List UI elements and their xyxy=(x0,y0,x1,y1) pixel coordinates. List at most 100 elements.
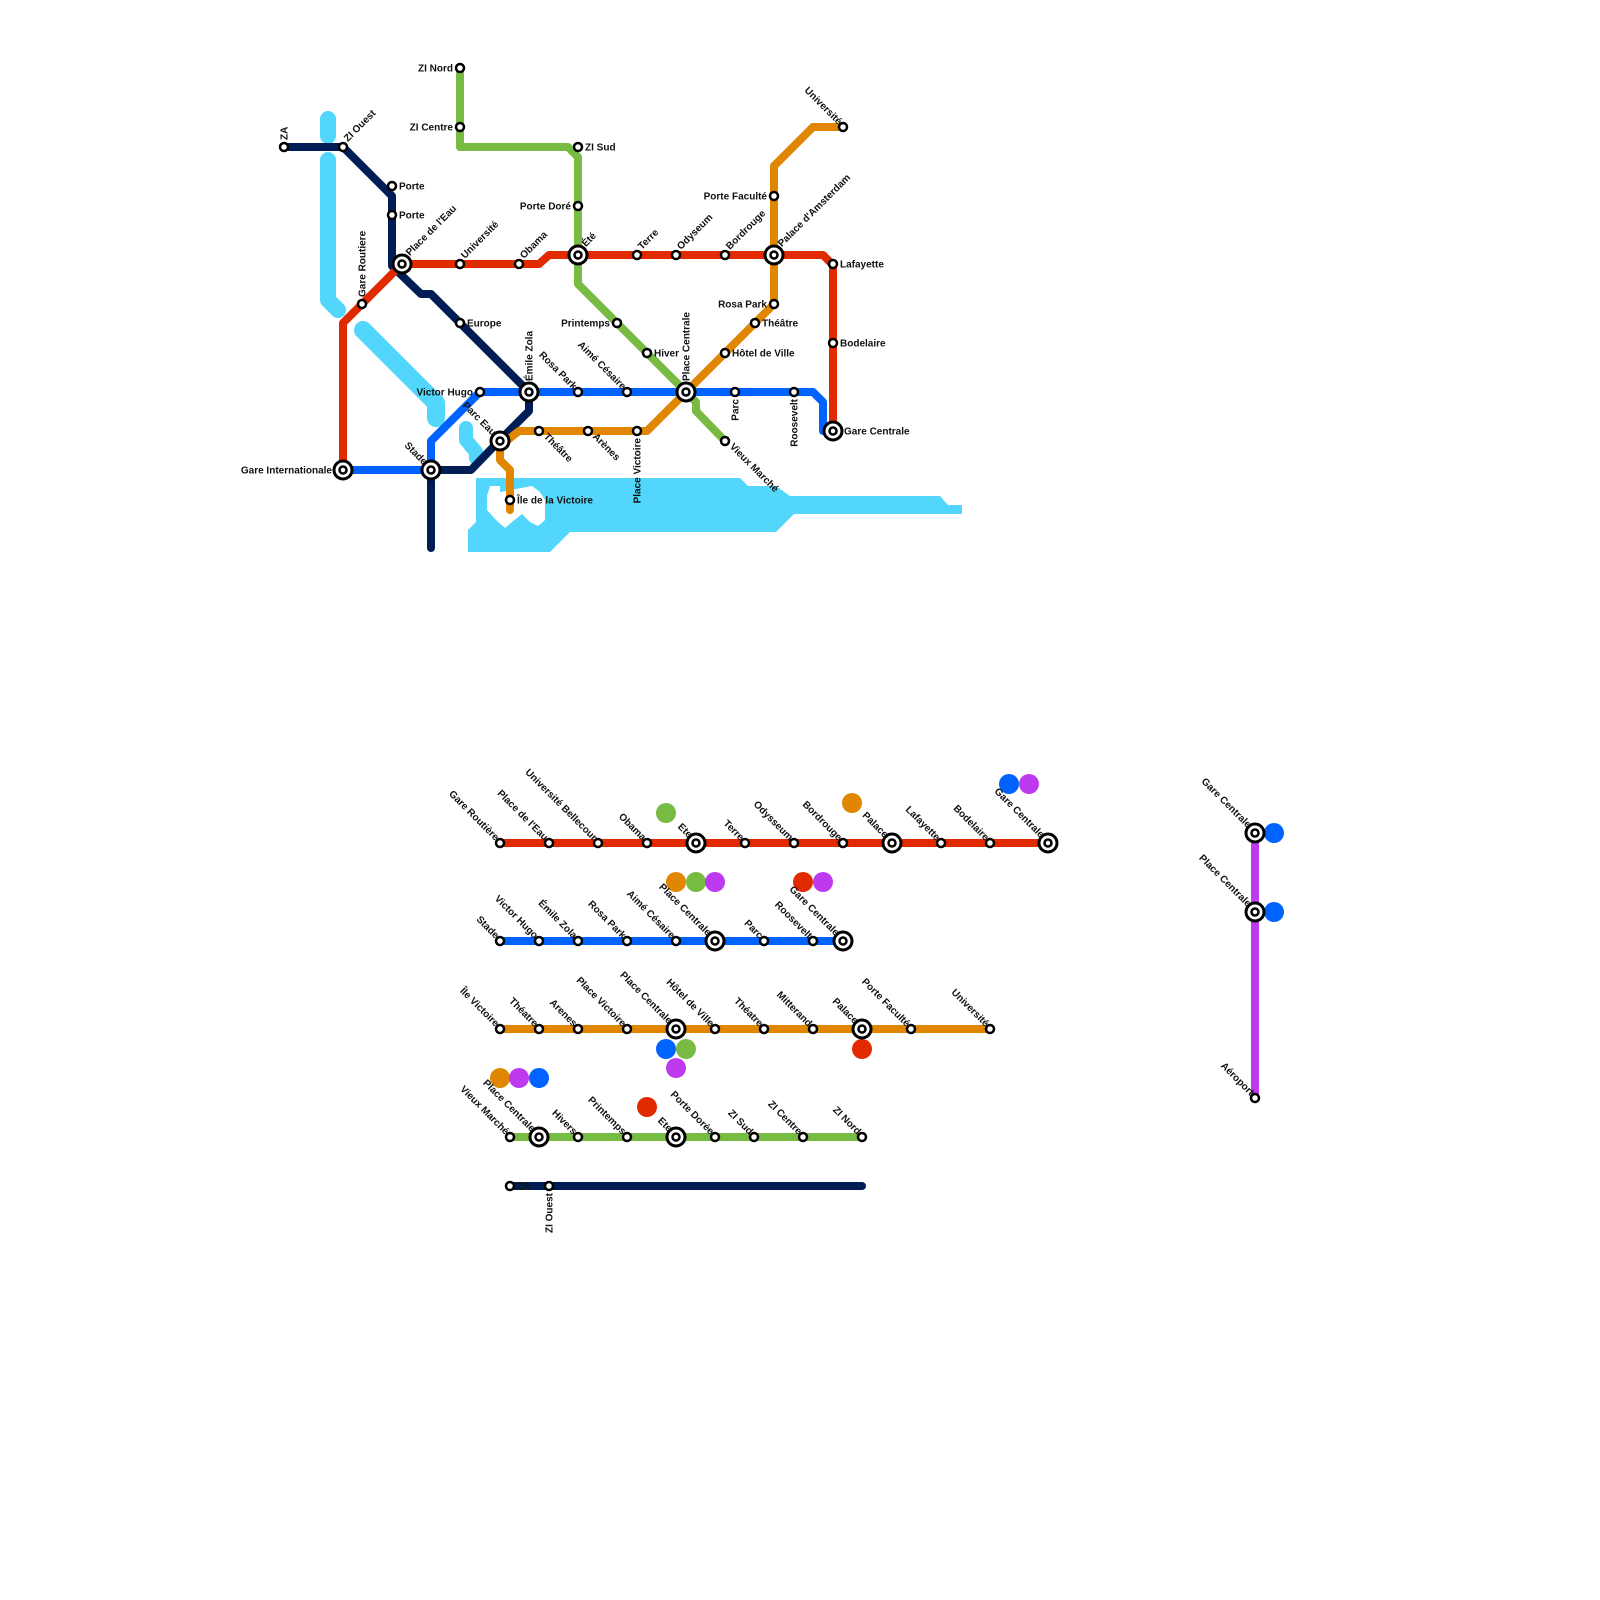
station[interactable]: Parc xyxy=(729,386,742,421)
station-label: Rosa Park xyxy=(718,300,767,311)
station[interactable]: Printemps xyxy=(561,317,623,330)
transfer-dot-orange xyxy=(666,872,686,892)
interchange-marker-inner xyxy=(887,838,897,848)
station-label: Université xyxy=(949,987,991,1029)
station-label: ZI Centre xyxy=(410,123,454,134)
station-marker xyxy=(670,249,682,261)
station-marker xyxy=(788,386,800,398)
station-marker xyxy=(748,1131,760,1143)
station-label: Mitterand xyxy=(774,990,814,1030)
interchange-marker-inner xyxy=(1250,907,1260,917)
station[interactable]: Europe xyxy=(454,317,502,330)
station-marker xyxy=(386,180,398,192)
station-label: Printemps xyxy=(561,319,610,330)
station-label: Lafayette xyxy=(840,260,884,271)
station[interactable]: Hôtel de Ville xyxy=(719,347,795,360)
station-label: Émile Zola xyxy=(523,331,536,381)
station-label: Printemps xyxy=(585,1095,628,1138)
station-label: Odysseum xyxy=(751,799,795,843)
station[interactable]: Victor Hugo xyxy=(417,386,486,399)
station-label: Bodelaire xyxy=(951,803,991,843)
station-marker xyxy=(494,935,506,947)
station-marker xyxy=(709,1131,721,1143)
station-label: Victor Hugo xyxy=(417,388,473,399)
station[interactable]: Rosa Park xyxy=(718,298,780,311)
station[interactable]: ZI Sud xyxy=(572,141,616,154)
station[interactable]: Île de la Victoire xyxy=(504,494,593,507)
station[interactable]: Porte xyxy=(386,180,425,193)
interchange-marker-inner xyxy=(397,259,407,269)
station-marker xyxy=(768,298,780,310)
transfer-dot-red xyxy=(637,1097,657,1117)
interchange-station[interactable]: Ete xyxy=(655,1116,687,1148)
interchange-station[interactable]: Place Centrale xyxy=(675,312,697,403)
island xyxy=(487,486,545,528)
station-label: ZA xyxy=(280,127,291,140)
station-marker xyxy=(504,1131,516,1143)
station[interactable]: Aimé Césaire xyxy=(575,340,633,398)
interchange-station[interactable]: Palace d'Amsterdam xyxy=(763,172,853,266)
station-label: ZI Nord xyxy=(830,1105,863,1138)
station-marker xyxy=(474,386,486,398)
interchange-marker-inner xyxy=(1043,838,1053,848)
station-marker xyxy=(572,1023,584,1035)
station[interactable]: Lafayette xyxy=(827,258,884,271)
station-label: Émile Zola xyxy=(536,897,581,942)
station-marker xyxy=(454,317,466,329)
station-label: Parc xyxy=(731,399,742,421)
station[interactable]: Place Victoire xyxy=(631,425,644,503)
station-marker xyxy=(621,1023,633,1035)
station[interactable]: Vieux Marché xyxy=(458,1084,516,1143)
station[interactable]: Porte xyxy=(386,209,425,222)
station[interactable]: Gare Routiere xyxy=(356,230,369,310)
station-label: Bodelaire xyxy=(840,339,886,350)
station[interactable]: ZI Centre xyxy=(410,121,466,134)
interchange-marker-inner xyxy=(857,1024,867,1034)
station-marker xyxy=(533,935,545,947)
interchange-station[interactable]: Gare Centrale xyxy=(822,420,910,442)
station-label: Théâtre xyxy=(762,319,799,330)
transfer-dot-purple xyxy=(813,872,833,892)
station-label: Gare Routière xyxy=(446,789,501,844)
station-marker xyxy=(504,494,516,506)
transfer-dot-blue xyxy=(656,1039,676,1059)
station[interactable]: ZA xyxy=(504,1180,530,1193)
interchange-station[interactable]: Gare Centrale xyxy=(1199,776,1266,844)
station[interactable]: Hiver xyxy=(641,347,679,360)
station-marker xyxy=(905,1023,917,1035)
station[interactable]: Théâtre xyxy=(749,317,799,330)
station[interactable]: Gare Routière xyxy=(446,789,506,849)
line-green xyxy=(456,64,729,445)
station-label: Porte Doré xyxy=(520,202,572,213)
transfer-dot-green xyxy=(686,872,706,892)
transfer-dot-blue xyxy=(529,1068,549,1088)
station-marker xyxy=(356,298,368,310)
station-label: Obama xyxy=(616,811,648,843)
station[interactable]: Bodelaire xyxy=(827,337,886,350)
station[interactable]: Stade xyxy=(474,914,506,947)
interchange-station[interactable]: Gare Internationale xyxy=(241,459,354,481)
station-marker xyxy=(631,249,643,261)
station[interactable]: Place de l'Eau xyxy=(495,788,555,849)
water-body xyxy=(468,478,962,552)
station[interactable]: Roosevelt xyxy=(788,386,801,447)
station[interactable]: Île Victoire xyxy=(457,984,506,1035)
station-marker xyxy=(984,837,996,849)
station-label: Université xyxy=(459,219,501,261)
interchange-station[interactable]: Émile Zola xyxy=(518,331,540,403)
station[interactable]: ZI Ouest xyxy=(337,108,379,153)
station[interactable]: Porte Doré xyxy=(520,200,584,213)
station[interactable]: ZI Ouest xyxy=(543,1180,556,1233)
interchange-station[interactable]: Ete xyxy=(675,822,707,854)
station[interactable]: Place Victoire xyxy=(574,975,633,1035)
station[interactable]: Porte Faculté xyxy=(704,190,780,203)
station-marker xyxy=(543,1180,555,1192)
station-label: ZI Ouest xyxy=(342,108,379,145)
interchange-marker-inner xyxy=(671,1132,681,1142)
station[interactable]: ZA xyxy=(278,127,291,153)
station-label: Porte xyxy=(399,182,425,193)
station-marker xyxy=(984,1023,996,1035)
transfer-dot-red xyxy=(793,872,813,892)
station[interactable]: ZI Nord xyxy=(418,62,466,75)
